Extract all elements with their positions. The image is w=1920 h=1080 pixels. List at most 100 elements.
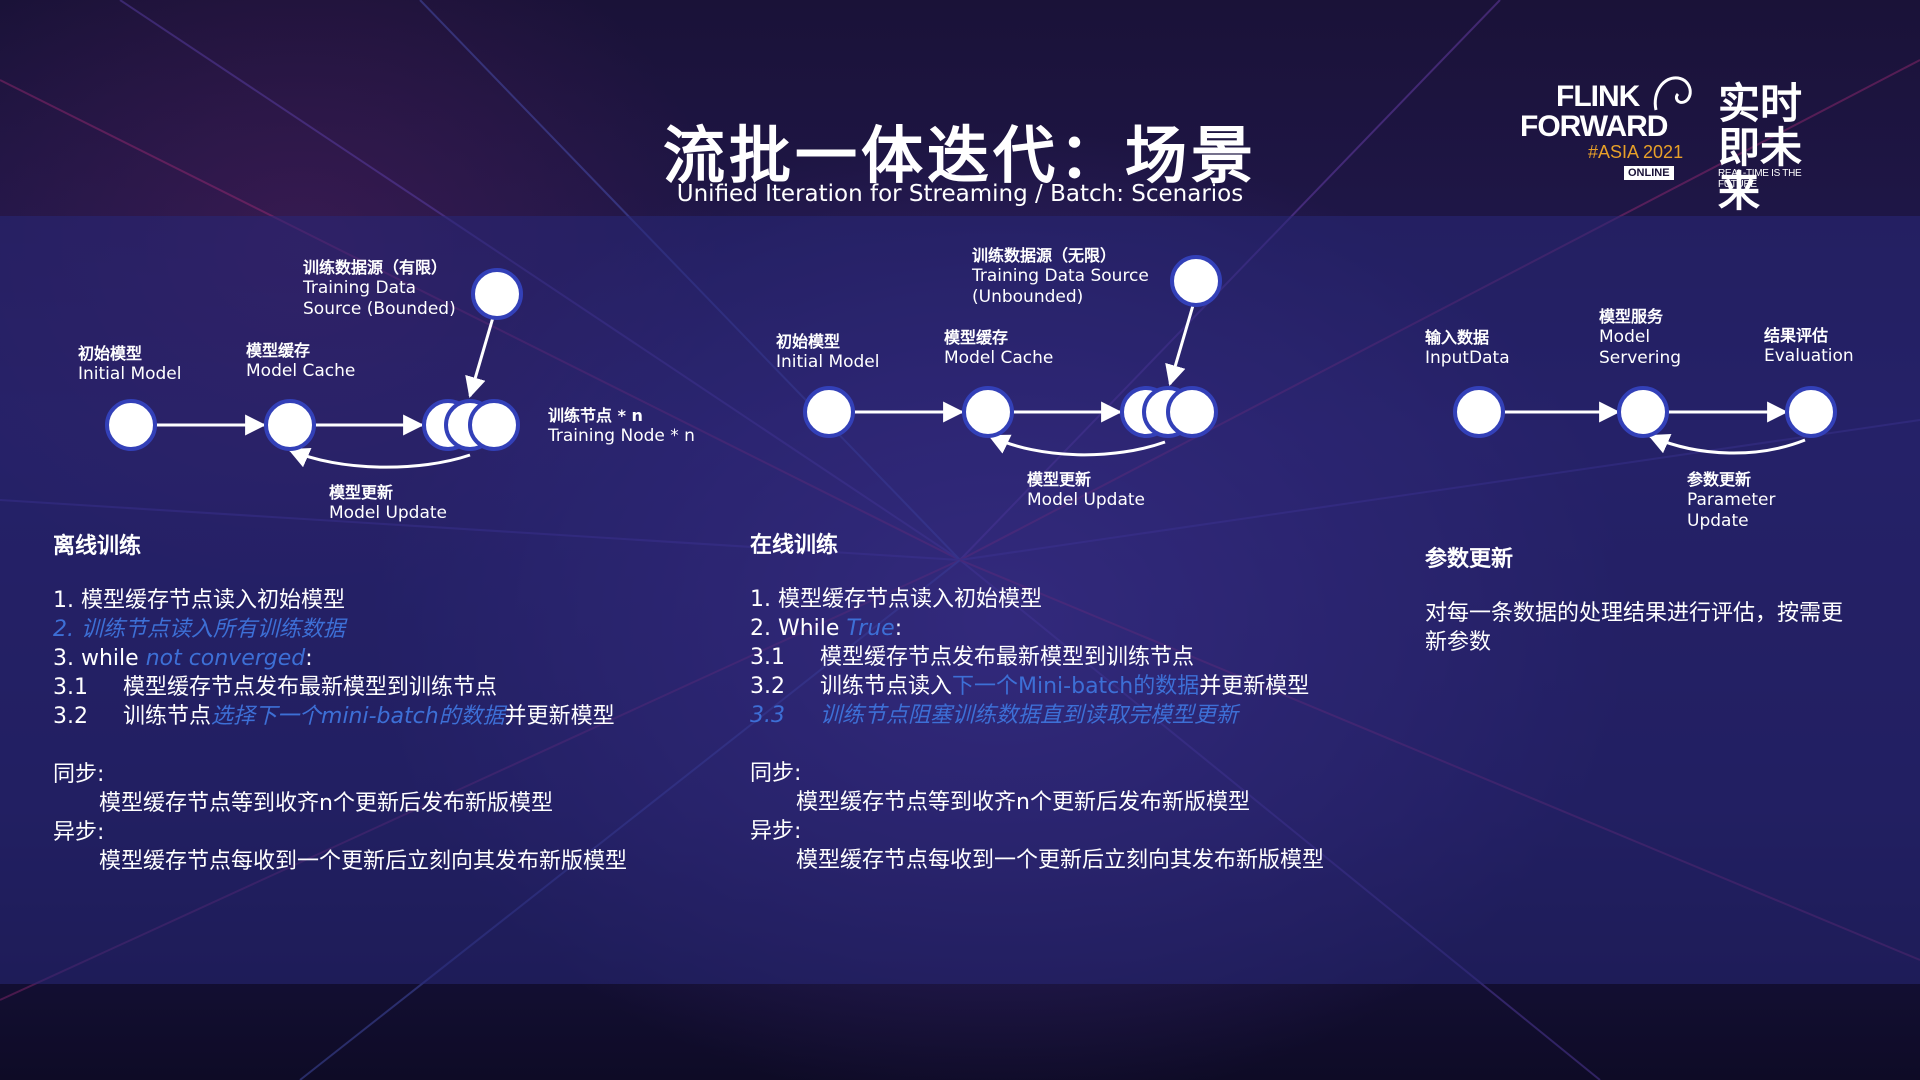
- logo-line1: FLINK: [1556, 80, 1640, 113]
- offline-step-1: 1. 模型缓存节点读入初始模型: [53, 588, 345, 613]
- offline-step-3-suffix: :: [305, 646, 313, 671]
- offline-data-source-en2: Source (Bounded): [303, 299, 456, 319]
- online-initial-model-zh: 初始模型: [776, 332, 841, 351]
- offline-sync-text: 模型缓存节点等到收齐n个更新后发布新版模型: [99, 791, 553, 816]
- online-step-3-3-num: 3.3: [750, 703, 785, 728]
- offline-step-2: 2. 训练节点读入所有训练数据: [53, 617, 345, 642]
- online-sync-text: 模型缓存节点等到收齐n个更新后发布新版模型: [796, 790, 1250, 815]
- online-model-update-en: Model Update: [1027, 490, 1146, 510]
- online-data-source-zh: 训练数据源（无限）: [972, 246, 1117, 265]
- online-data-source-en2: (Unbounded): [972, 287, 1084, 307]
- param-label-input: 输入数据 InputData: [1425, 327, 1510, 369]
- online-step-3-3: 3.3 训练节点阻塞训练数据直到读取完模型更新: [750, 701, 1324, 730]
- param-serving-en1: Model: [1599, 327, 1651, 347]
- online-step-3-3-text: 训练节点阻塞训练数据直到读取完模型更新: [820, 703, 1239, 728]
- online-section-title: 在线训练: [750, 533, 839, 558]
- offline-steps: 1. 模型缓存节点读入初始模型 2. 训练节点读入所有训练数据 3. while…: [53, 586, 627, 876]
- offline-step-3-condition: not converged: [145, 646, 306, 671]
- param-description-line2: 新参数: [1425, 630, 1492, 655]
- offline-data-source-en1: Training Data: [303, 278, 417, 298]
- online-model-cache-zh: 模型缓存: [944, 328, 1009, 347]
- offline-model-cache-zh: 模型缓存: [246, 341, 311, 360]
- param-label-update: 参数更新 Parameter Update: [1687, 469, 1775, 532]
- offline-step-3-1-text: 模型缓存节点发布最新模型到训练节点: [123, 675, 498, 700]
- online-label-data-source: 训练数据源（无限） Training Data Source (Unbounde…: [972, 245, 1149, 308]
- online-async-text: 模型缓存节点每收到一个更新后立刻向其发布新版模型: [796, 848, 1325, 873]
- online-step-3-1: 3.1 模型缓存节点发布最新模型到训练节点: [750, 643, 1324, 672]
- online-step-3-1-text: 模型缓存节点发布最新模型到训练节点: [820, 645, 1195, 670]
- squirrel-icon: [1653, 76, 1692, 111]
- online-sync-label: 同步:: [750, 761, 802, 786]
- online-step-2: 2. While True:: [750, 614, 1324, 643]
- offline-async-label: 异步:: [53, 820, 105, 845]
- offline-step-3-1-num: 3.1: [53, 675, 88, 700]
- online-label-model-cache: 模型缓存 Model Cache: [944, 327, 1053, 369]
- online-model-update-zh: 模型更新: [1027, 470, 1092, 489]
- offline-initial-model-zh: 初始模型: [78, 344, 143, 363]
- offline-training-node-zh: 训练节点 * n: [548, 406, 643, 425]
- online-step-1: 1. 模型缓存节点读入初始模型: [750, 587, 1042, 612]
- offline-training-node-en: Training Node * n: [548, 426, 695, 446]
- offline-label-model-update: 模型更新 Model Update: [329, 482, 447, 524]
- logo-tagline: REAL-TIME IS THE FUTURE: [1718, 168, 1802, 190]
- offline-step-3-1: 3.1 模型缓存节点发布最新模型到训练节点: [53, 673, 627, 702]
- offline-label-training-node: 训练节点 * n Training Node * n: [548, 405, 695, 447]
- page-subtitle: Unified Iteration for Streaming / Batch:…: [676, 181, 1244, 207]
- offline-step-3-2-num: 3.2: [53, 704, 88, 729]
- offline-step-3-prefix: 3. while: [53, 646, 146, 671]
- offline-data-source-zh: 训练数据源（有限）: [303, 258, 448, 277]
- offline-model-cache-en: Model Cache: [246, 361, 356, 381]
- online-step-3-2-suffix: 并更新模型: [1199, 674, 1310, 699]
- param-evaluation-en: Evaluation: [1764, 346, 1854, 366]
- online-step-3-1-num: 3.1: [750, 645, 785, 670]
- logo-asia: #ASIA 2021: [1588, 142, 1684, 162]
- param-description: 对每一条数据的处理结果进行评估，按需更 新参数: [1425, 599, 1843, 657]
- logo-realtime: 实时 即未来: [1718, 82, 1838, 214]
- param-description-line1: 对每一条数据的处理结果进行评估，按需更: [1425, 601, 1844, 626]
- online-steps: 1. 模型缓存节点读入初始模型 2. While True: 3.1 模型缓存节点…: [750, 585, 1324, 875]
- param-input-en: InputData: [1425, 348, 1510, 368]
- offline-section-title: 离线训练: [53, 534, 142, 559]
- online-data-source-en1: Training Data Source: [972, 266, 1149, 286]
- page-title: 流批一体迭代：场景: [662, 119, 1257, 192]
- offline-label-data-source: 训练数据源（有限） Training Data Source (Bounded): [303, 257, 456, 320]
- offline-model-update-zh: 模型更新: [329, 483, 394, 502]
- online-step-3-2-prefix: 训练节点读入: [820, 674, 953, 699]
- offline-step-3-2-hl: 选择下一个mini-batch的数据: [211, 704, 505, 729]
- online-step-3-2-hl: 下一个Mini-batch的数据: [952, 674, 1200, 699]
- param-update-en2: Update: [1687, 511, 1749, 531]
- online-step-2-condition: True: [846, 616, 895, 641]
- offline-step-3-2: 3.2 训练节点选择下一个mini-batch的数据并更新模型: [53, 702, 627, 731]
- online-step-3-2: 3.2 训练节点读入下一个Mini-batch的数据并更新模型: [750, 672, 1324, 701]
- online-initial-model-en: Initial Model: [776, 352, 880, 372]
- offline-sync-label: 同步:: [53, 762, 105, 787]
- logo-line2: FORWARD: [1520, 110, 1668, 143]
- param-label-evaluation: 结果评估 Evaluation: [1764, 325, 1854, 367]
- online-async-label: 异步:: [750, 819, 802, 844]
- param-update-en1: Parameter: [1687, 490, 1776, 510]
- offline-label-initial-model: 初始模型 Initial Model: [78, 343, 182, 385]
- online-step-3-2-num: 3.2: [750, 674, 785, 699]
- logo-realtime-line1: 实时: [1718, 79, 1803, 128]
- param-serving-zh: 模型服务: [1599, 307, 1664, 326]
- logo-realtime-line2: 即未来: [1718, 123, 1803, 216]
- online-step-2-suffix: :: [894, 616, 903, 641]
- online-model-cache-en: Model Cache: [944, 348, 1054, 368]
- offline-step-3-2-suffix: 并更新模型: [504, 704, 615, 729]
- offline-step-3-2-prefix: 训练节点: [123, 704, 212, 729]
- online-label-model-update: 模型更新 Model Update: [1027, 469, 1145, 511]
- offline-label-model-cache: 模型缓存 Model Cache: [246, 340, 355, 382]
- online-step-2-prefix: 2. While: [750, 616, 847, 641]
- logo-online-badge: ONLINE: [1624, 166, 1674, 180]
- content-band: [0, 216, 1920, 984]
- param-serving-en2: Servering: [1599, 348, 1682, 368]
- online-label-initial-model: 初始模型 Initial Model: [776, 331, 880, 373]
- flink-forward-logo: FLINK FORWARD #ASIA 2021 ONLINE 实时 即未来 R…: [1518, 70, 1838, 214]
- param-update-zh: 参数更新: [1687, 470, 1752, 489]
- offline-async-text: 模型缓存节点每收到一个更新后立刻向其发布新版模型: [99, 849, 628, 874]
- param-label-serving: 模型服务 Model Servering: [1599, 306, 1681, 369]
- param-evaluation-zh: 结果评估: [1764, 326, 1829, 345]
- param-section-title: 参数更新: [1425, 547, 1514, 572]
- offline-model-update-en: Model Update: [329, 503, 448, 523]
- param-input-zh: 输入数据: [1425, 328, 1490, 347]
